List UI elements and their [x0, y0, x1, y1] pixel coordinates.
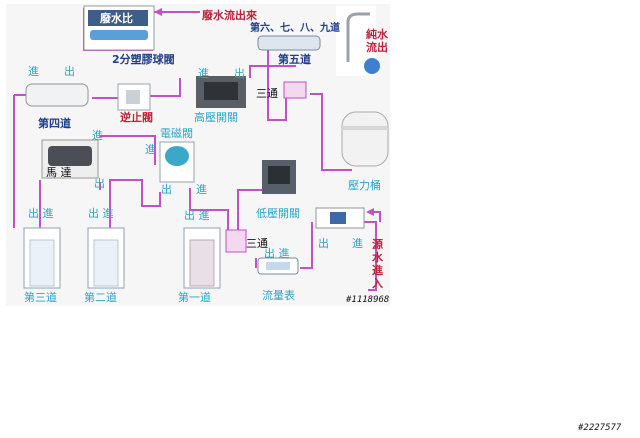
stage-4-membrane	[25, 83, 89, 107]
label-stage-3-out-in: 出 進	[28, 207, 54, 220]
stage-1-filter	[183, 227, 221, 289]
label-stage-4: 第四道	[38, 117, 71, 130]
three-way-top	[283, 81, 307, 99]
label-three-way-top: 三通	[256, 87, 278, 100]
label-stage-2: 第二道	[84, 291, 117, 304]
label-pressure-tank: 壓力桶	[348, 179, 381, 192]
label-high-pressure-switch: 高壓開關	[194, 111, 238, 124]
label-stage-3: 第三道	[24, 291, 57, 304]
label-pure-water-out-1: 純水流出	[366, 28, 388, 54]
label-stage-1: 第一道	[178, 291, 211, 304]
label-pump-in: 進	[92, 129, 103, 142]
stage-2-filter	[87, 227, 125, 289]
watermark-outer: #2227577	[578, 423, 622, 433]
label-solenoid-in-2: 進	[196, 183, 207, 196]
label-solenoid-valve: 電磁閥	[160, 127, 193, 140]
source-in-arrow-icon	[366, 208, 374, 216]
label-pump: 馬 達	[46, 166, 72, 179]
high-pressure-switch	[196, 76, 246, 108]
label-stage-1-out-in: 出 進	[184, 209, 210, 222]
label-solenoid-out: 出	[161, 183, 172, 196]
flow-meter	[257, 257, 299, 275]
check-valve	[117, 83, 151, 111]
label-stages-6789: 第六、七、八、九道	[250, 23, 340, 34]
label-stage-5: 第五道	[278, 53, 311, 66]
solenoid-valve	[159, 141, 195, 183]
label-solenoid-in: 進	[145, 143, 156, 156]
label-waste-ratio: 廢水比	[100, 12, 133, 25]
pure-water-faucet	[336, 6, 380, 76]
label-source-valve-out: 出	[318, 237, 329, 250]
pump	[41, 139, 99, 179]
label-stage-2-out-in: 出 進	[88, 207, 114, 220]
pressure-tank	[341, 111, 389, 167]
label-source-water-in: 源水進入	[372, 238, 383, 290]
waste-ratio-assembly	[83, 5, 155, 51]
label-stage-4-in: 進	[28, 65, 39, 78]
low-pressure-switch	[262, 160, 296, 194]
label-waste-out: 廢水流出來	[202, 9, 257, 22]
label-flow-meter: 流量表	[262, 289, 295, 302]
waste-out-arrow-icon	[154, 8, 162, 16]
label-hp-in: 進	[198, 67, 209, 80]
label-check-valve: 逆止閥	[120, 111, 153, 124]
watermark-inner: #1118968	[346, 295, 390, 305]
label-pump-out: 出	[94, 177, 105, 190]
stage-3-filter	[23, 227, 61, 289]
label-source-valve-in: 進	[352, 237, 363, 250]
source-water-valve	[315, 207, 365, 229]
three-way-bottom	[225, 229, 247, 253]
label-stage-4-out: 出	[64, 65, 75, 78]
label-three-way-bottom: 三通	[246, 237, 268, 250]
label-ball-valve-2: 2分塑膠球閥	[112, 53, 175, 66]
label-low-pressure-switch: 低壓開關	[256, 207, 300, 220]
label-hp-out: 出	[234, 67, 245, 80]
stage-5-filter	[257, 35, 321, 51]
label-flow-meter-out-in: 出 進	[264, 247, 290, 260]
